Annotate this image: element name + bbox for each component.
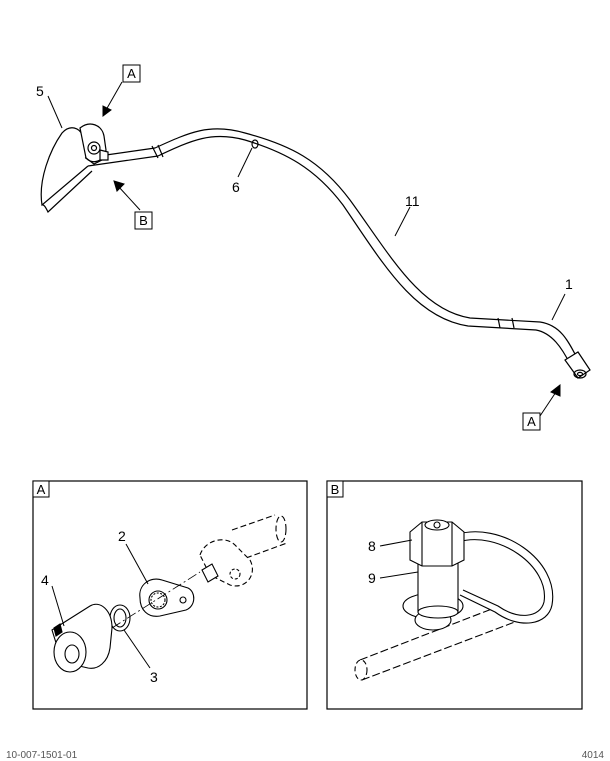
callout-2: 2 (118, 528, 126, 544)
sleeve-right (497, 317, 515, 329)
main-leaders (47, 81, 566, 417)
ref-box-b (134, 211, 153, 230)
callout-3: 3 (150, 669, 158, 685)
arrow-a-top-head (102, 105, 112, 117)
arrow-b-shaft (117, 185, 141, 211)
tube-loop-outer (40, 127, 89, 207)
callout-11: 11 (405, 193, 420, 209)
leader-5 (47, 95, 63, 129)
callout-8: 8 (368, 538, 376, 554)
callout-4: 4 (41, 572, 49, 588)
sleeve-left (151, 144, 164, 159)
arrow-a-bottom-shaft (539, 391, 557, 417)
detail-b-tag: B (331, 482, 340, 497)
ref-a-top-label: A (127, 66, 136, 81)
arrow-a-top-shaft (105, 81, 123, 111)
footer-right: 4014 (582, 750, 605, 761)
tube-main-inner (87, 135, 571, 365)
detail-a-leaders (51, 543, 151, 669)
leader-1 (551, 293, 566, 321)
callout-1: 1 (565, 276, 573, 292)
detail-b-panel: B 8 9 (326, 480, 583, 710)
callout-9: 9 (368, 570, 376, 586)
footer-left: 10-007-1501-01 (6, 750, 78, 761)
clip-6 (251, 139, 259, 149)
arrow-a-bottom-head (550, 383, 561, 397)
detail-a-centerline (111, 571, 201, 629)
detail-a-panel: A (32, 480, 308, 710)
detail-b-leaders (379, 539, 419, 579)
leader-11 (394, 206, 411, 237)
end-fitting-right (564, 351, 591, 379)
tube-main-outer (84, 128, 579, 361)
ref-box-a-top (122, 64, 141, 83)
detail-b-parts (354, 519, 554, 681)
connector-a-top (79, 123, 109, 165)
ref-box-a-bottom (522, 412, 541, 431)
detail-a-tag: A (37, 482, 46, 497)
arrow-b-head (113, 180, 125, 192)
ref-b-label: B (139, 213, 148, 228)
callout-5: 5 (36, 83, 44, 99)
ref-a-bottom-label: A (527, 414, 536, 429)
tube-loop-inner (41, 170, 93, 213)
leader-6 (237, 147, 253, 178)
main-view (40, 123, 591, 379)
callout-6: 6 (232, 179, 240, 195)
detail-a-parts (51, 514, 288, 673)
